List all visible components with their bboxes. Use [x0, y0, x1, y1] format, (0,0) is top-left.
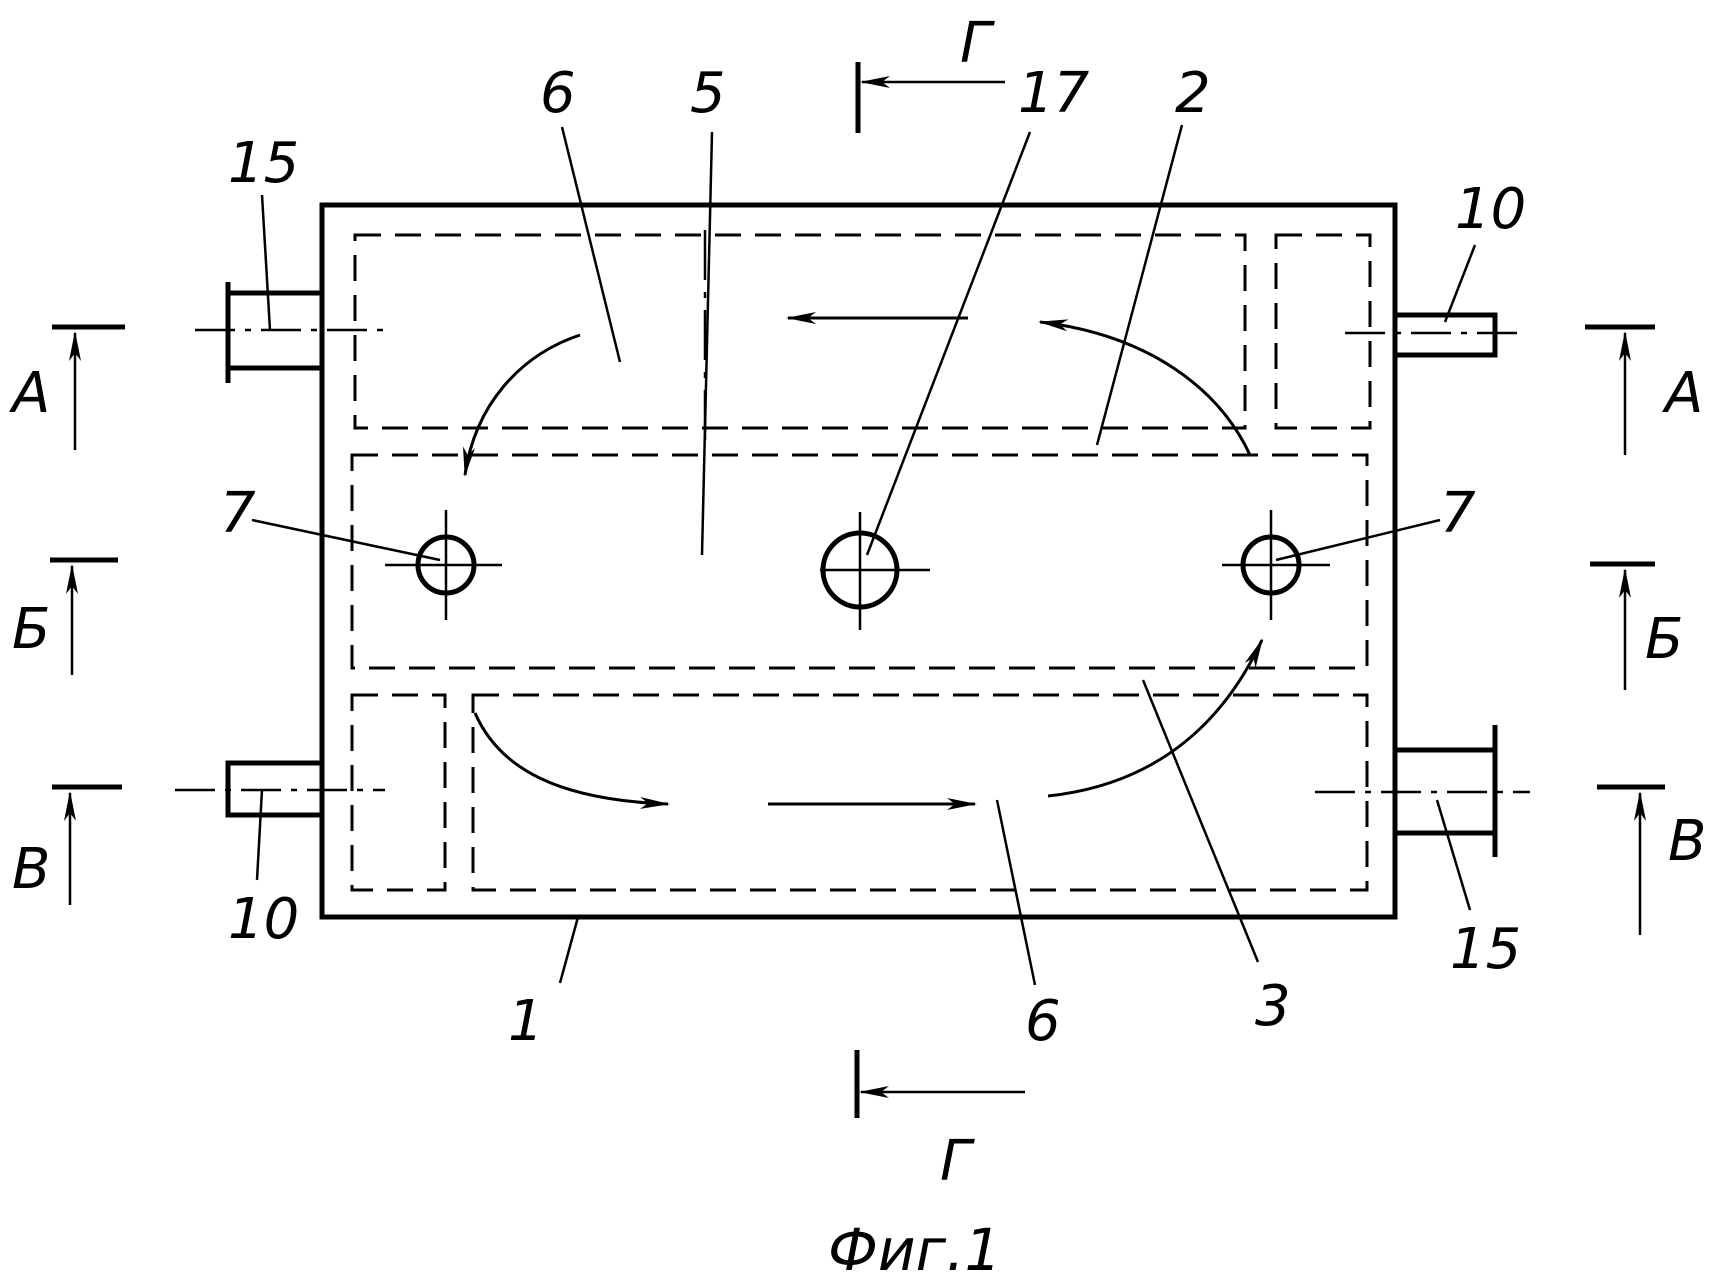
label-lower-chamber: 6	[1025, 989, 1061, 1054]
section-v-right	[1597, 787, 1665, 935]
opening-central	[820, 512, 930, 630]
section-letter-v-left: В	[12, 837, 50, 902]
label-opening-right: 7	[1440, 481, 1476, 546]
section-letter-b-left: Б	[12, 597, 50, 662]
label-inlet-lower-right: 15	[1450, 917, 1521, 982]
flow-arrow-upper-return	[1040, 322, 1250, 455]
label-inlet-upper-left: 15	[228, 131, 299, 196]
inlet-nozzle-upper-left	[195, 282, 390, 383]
label-partition-lower: 3	[1255, 974, 1291, 1039]
flow-arrow-lower-return	[1048, 640, 1262, 796]
section-letter-v-right: В	[1668, 809, 1706, 874]
section-a-right	[1585, 327, 1655, 455]
label-central-opening: 17	[1018, 61, 1090, 126]
section-letter-g-top: Г	[960, 11, 995, 76]
label-opening-left: 7	[220, 481, 256, 546]
section-v-left	[52, 787, 122, 905]
section-g-bottom	[857, 1050, 1025, 1118]
opening-left	[385, 510, 502, 620]
label-partition-upper: 2	[1175, 61, 1211, 126]
label-housing: 1	[508, 989, 544, 1054]
section-letter-g-bottom: Г	[940, 1129, 975, 1194]
figure-caption: Фиг.1	[828, 1216, 1001, 1280]
label-central-chamber: 5	[690, 61, 726, 126]
section-letter-a-left: А	[9, 361, 50, 426]
upper-right-pocket	[1276, 235, 1370, 428]
flow-arrow-lower-turn	[475, 713, 668, 804]
section-b-left	[50, 560, 118, 675]
upper-chamber-outline	[355, 235, 1245, 428]
lower-left-pocket	[352, 695, 445, 890]
section-a-left	[52, 327, 125, 450]
lower-chamber-outline	[473, 695, 1367, 890]
section-letter-b-right: Б	[1645, 607, 1683, 672]
label-upper-chamber: 6	[540, 61, 576, 126]
inlet-nozzle-lower-right	[1315, 725, 1530, 857]
label-outlet-lower-left: 10	[228, 887, 299, 952]
label-outlet-upper-right: 10	[1455, 177, 1526, 242]
housing-outline	[322, 205, 1395, 917]
opening-right	[1222, 510, 1330, 620]
leader-lines	[252, 125, 1475, 985]
section-letter-a-right: А	[1662, 361, 1703, 426]
